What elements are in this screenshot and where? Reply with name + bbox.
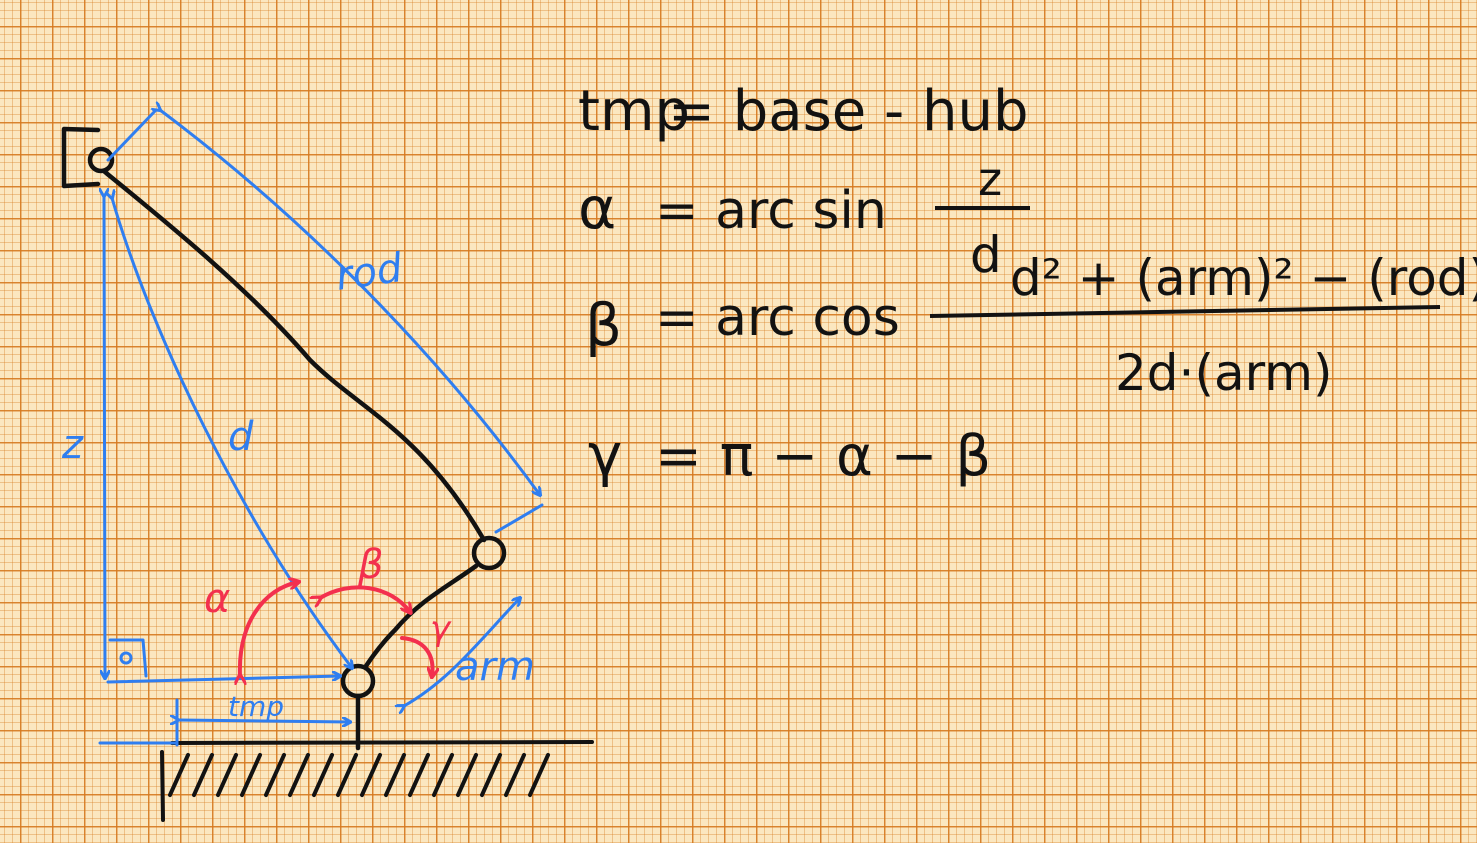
alpha-eq-rhs: = arc sin xyxy=(655,181,887,241)
beta-eq-rhs: = arc cos xyxy=(655,288,900,348)
beta-numerator: d² + (arm)² − (rod)² xyxy=(1010,249,1477,307)
arm-label: arm xyxy=(455,644,535,690)
dimension-lines xyxy=(98,108,544,747)
beta-arc xyxy=(320,585,410,612)
gamma-label: γ xyxy=(430,609,452,649)
angle-arcs xyxy=(240,582,433,676)
gamma-eq-lhs: γ xyxy=(588,421,622,489)
alpha-label: α xyxy=(204,576,230,622)
effector-bracket xyxy=(61,126,101,189)
beta-eq-lhs: β xyxy=(585,291,622,359)
rod-ext-bottom xyxy=(494,503,544,534)
elbow-joint xyxy=(471,535,507,571)
alpha-eq-lhs: α xyxy=(578,174,616,242)
right-angle-mark xyxy=(108,638,148,678)
horizontal-line xyxy=(106,676,340,684)
rod-label: rod xyxy=(333,245,406,300)
equations: tmp = base - hub α = arc sin z d β = arc… xyxy=(578,79,1477,489)
ground xyxy=(160,740,594,822)
d-label: d xyxy=(228,414,254,460)
rod-dimension xyxy=(160,110,540,495)
arm-dimension xyxy=(404,598,520,706)
alpha-arc xyxy=(240,582,298,676)
tmp-label: tmp xyxy=(228,690,284,723)
hub-joint xyxy=(340,663,376,699)
beta-fraction-bar xyxy=(929,305,1441,318)
z-label: z xyxy=(61,422,84,468)
effector-joint xyxy=(87,146,115,174)
rod-ext-top xyxy=(106,108,158,162)
right-angle-dot xyxy=(119,651,133,665)
gamma-eq-rhs: = π − α − β xyxy=(655,424,991,489)
tmp-dimension xyxy=(178,720,350,722)
beta-label: β xyxy=(357,542,384,588)
alpha-denominator: d xyxy=(970,226,1002,284)
z-line xyxy=(104,196,105,678)
alpha-numerator: z xyxy=(978,152,1002,206)
tmp-eq-rhs: = base - hub xyxy=(668,79,1029,144)
tmp-eq-lhs: tmp xyxy=(578,79,690,144)
gamma-arc xyxy=(400,636,433,676)
beta-denominator: 2d·(arm) xyxy=(1115,344,1332,402)
